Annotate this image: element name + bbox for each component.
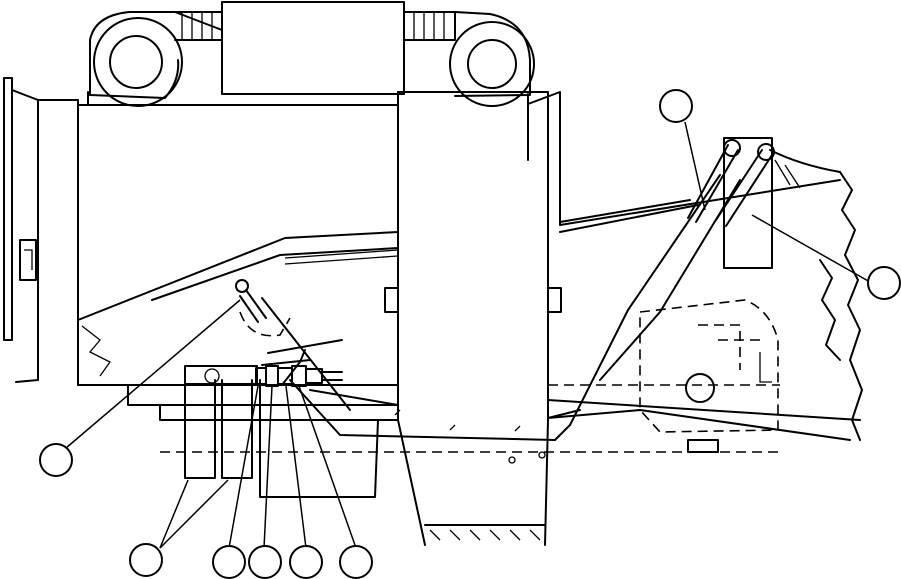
callout-circle-6: [248, 545, 282, 579]
engine-block: [77, 91, 841, 386]
break-lines: [819, 171, 863, 441]
callout-circle-7: [289, 545, 323, 579]
lower-right-unit: [639, 299, 779, 453]
callout-circle-4: [129, 543, 163, 577]
left-turbo-housing: [93, 17, 183, 107]
callout-circle-2: [867, 266, 901, 300]
callout-circle-3: [39, 443, 73, 477]
leader-lines: [65, 121, 871, 549]
callouts: [39, 89, 901, 579]
fitting-assembly: [184, 365, 343, 387]
left-bulkhead: [3, 77, 79, 386]
right-rods: [687, 137, 841, 269]
center-box: [221, 1, 405, 95]
center-column: [384, 91, 562, 546]
callout-circle-8: [339, 545, 373, 579]
turbo-assembly: [87, 1, 535, 107]
right-turbo-housing: [449, 21, 535, 107]
hydraulic-lines: [261, 174, 741, 441]
callout-circle-5: [212, 545, 246, 579]
frame-rails: [127, 368, 861, 498]
callout-circle-1: [659, 89, 693, 123]
left-turbo-core: [109, 35, 163, 89]
upper-left-connector: [235, 279, 291, 337]
right-turbo-core: [467, 39, 517, 89]
